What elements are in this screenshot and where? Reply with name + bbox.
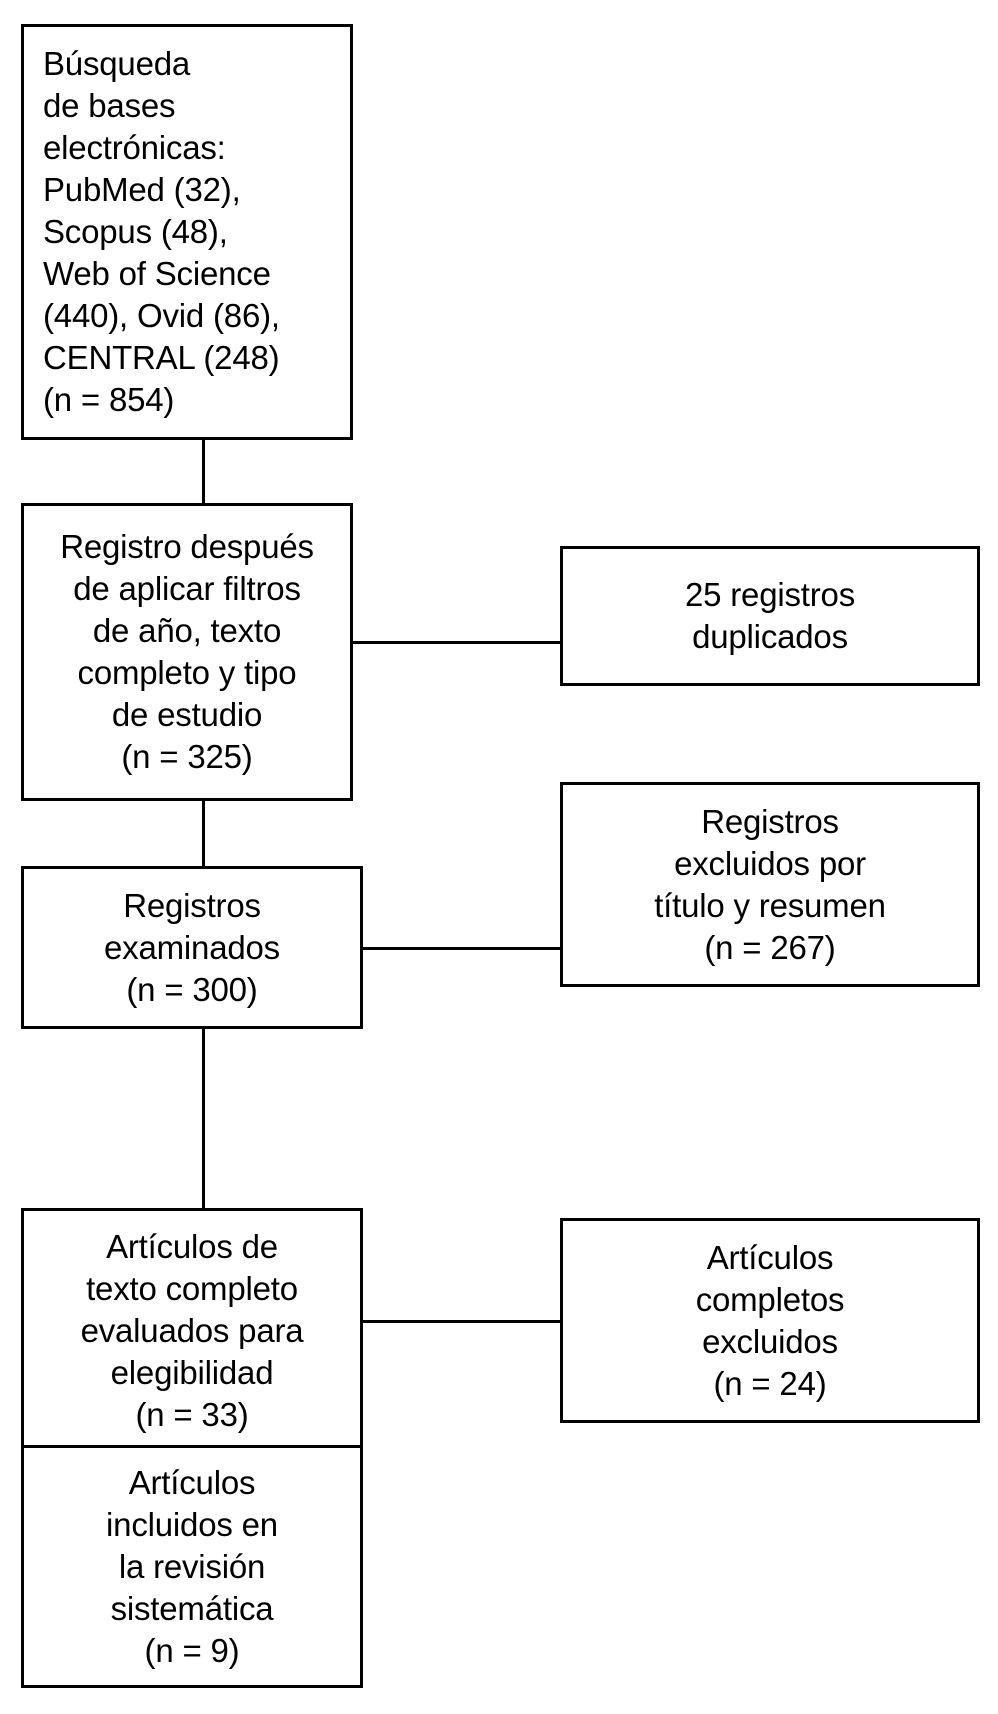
node-line: (440), Ovid (86),	[43, 297, 280, 334]
node-line: (n = 854)	[43, 381, 175, 418]
connector-examinados-to-excluidos-ta	[363, 947, 561, 950]
connector-identificacion-to-filtros	[202, 440, 205, 504]
node-line: (n = 24)	[713, 1364, 827, 1402]
node-line: texto completo	[86, 1269, 298, 1307]
node-articulos-completos-excluidos: Artículos completos excluidos (n = 24)	[560, 1218, 980, 1423]
node-line: Registros	[123, 886, 261, 924]
node-line: 25 registros	[684, 576, 855, 613]
node-line: elegibilidad	[110, 1353, 274, 1391]
node-line: Registros	[701, 802, 839, 840]
node-line: CENTRAL (248)	[43, 339, 280, 376]
node-line: completos	[695, 1280, 845, 1318]
node-registros-duplicados: 25 registros duplicados	[560, 546, 980, 686]
node-line: examinados	[104, 928, 280, 966]
node-line: de estudio	[111, 696, 263, 733]
node-line: Registro después	[60, 528, 314, 565]
node-registros-examinados: Registros examinados (n = 300)	[21, 866, 363, 1029]
node-line: evaluados para	[80, 1311, 304, 1349]
node-line: completo y tipo	[77, 654, 297, 691]
node-line: Búsqueda	[43, 45, 191, 82]
connector-examinados-to-elegibilidad	[202, 1029, 205, 1209]
node-line: (n = 33)	[135, 1395, 249, 1433]
node-line: duplicados	[692, 618, 848, 655]
node-line: sistemática	[110, 1589, 274, 1627]
node-line: título y resumen	[654, 886, 886, 924]
node-line: excluidos	[702, 1322, 838, 1360]
node-line: (n = 9)	[144, 1631, 240, 1669]
node-busqueda-bases-electronicas: Búsqueda de bases electrónicas: PubMed (…	[21, 24, 353, 440]
node-line: de aplicar filtros	[73, 570, 301, 607]
node-registros-excluidos-titulo-resumen: Registros excluidos por título y resumen…	[560, 782, 980, 987]
node-line: la revisión	[118, 1547, 266, 1585]
connector-filtros-to-examinados	[202, 801, 205, 867]
node-line: (n = 300)	[126, 970, 258, 1008]
node-line: PubMed (32),	[43, 171, 241, 208]
node-line: Artículos	[128, 1463, 256, 1501]
connector-elegibilidad-to-excluidos-completos	[363, 1320, 561, 1323]
node-registro-despues-de-filtros: Registro después de aplicar filtros de a…	[21, 503, 353, 801]
node-line: (n = 325)	[121, 738, 253, 775]
node-line: electrónicas:	[43, 129, 226, 166]
node-line: de bases	[43, 87, 176, 124]
node-line: (n = 267)	[704, 928, 836, 966]
node-line: Artículos de	[106, 1227, 278, 1265]
node-articulos-incluidos-revision-sistematica: Artículos incluidos en la revisión siste…	[21, 1445, 363, 1688]
node-line: Artículos	[706, 1238, 834, 1276]
connector-filtros-to-duplicados	[353, 641, 561, 644]
node-articulos-texto-completo-elegibilidad: Artículos de texto completo evaluados pa…	[21, 1208, 363, 1453]
node-line: incluidos en	[106, 1505, 278, 1543]
node-line: de año, texto	[92, 612, 282, 649]
node-line: Web of Science	[43, 255, 271, 292]
node-line: Scopus (48),	[43, 213, 228, 250]
node-line: excluidos por	[674, 844, 866, 882]
